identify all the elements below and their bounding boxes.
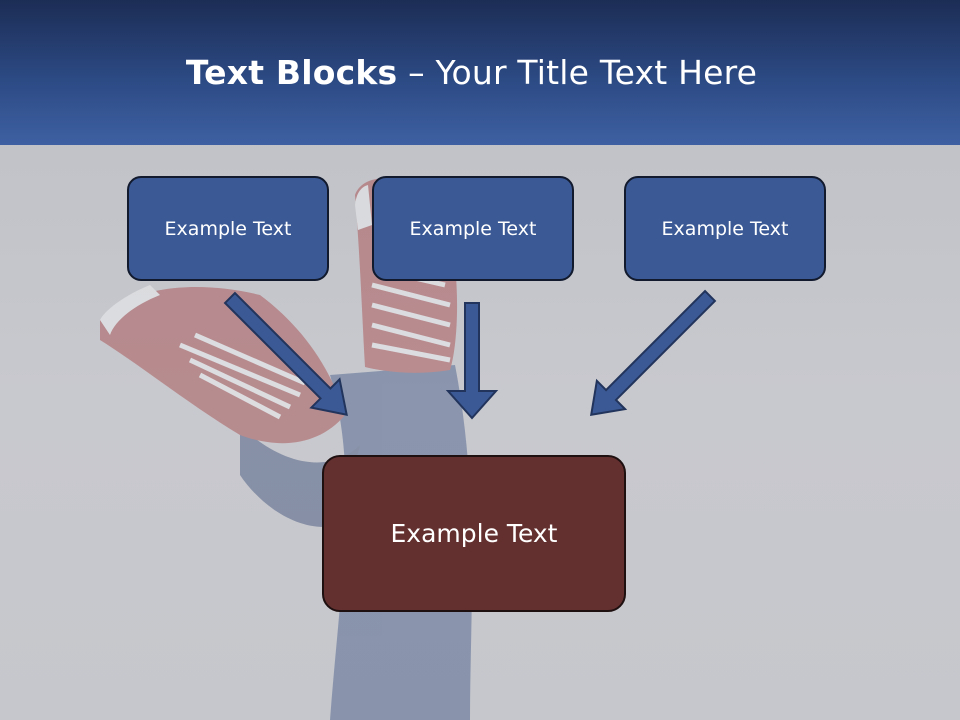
arrow-left-diagonal [223,291,348,416]
center-text-block[interactable]: Example Text [322,455,626,612]
text-block-1-label: Example Text [164,217,292,240]
center-text-block-label: Example Text [390,519,558,548]
text-block-2[interactable]: Example Text [372,176,574,281]
slide-title: Text Blocks – Your Title Text Here [0,53,943,92]
text-block-3[interactable]: Example Text [624,176,826,281]
text-block-1[interactable]: Example Text [127,176,329,281]
text-block-3-label: Example Text [661,217,789,240]
title-dash: – [397,53,436,92]
title-bar [0,0,960,145]
text-block-2-label: Example Text [409,217,537,240]
arrow-right-diagonal [589,289,717,417]
title-rest-part: Your Title Text Here [435,53,758,92]
arrow-middle-down [445,302,499,420]
sneakers-background-photo [100,178,472,720]
title-bold-part: Text Blocks [185,53,398,92]
